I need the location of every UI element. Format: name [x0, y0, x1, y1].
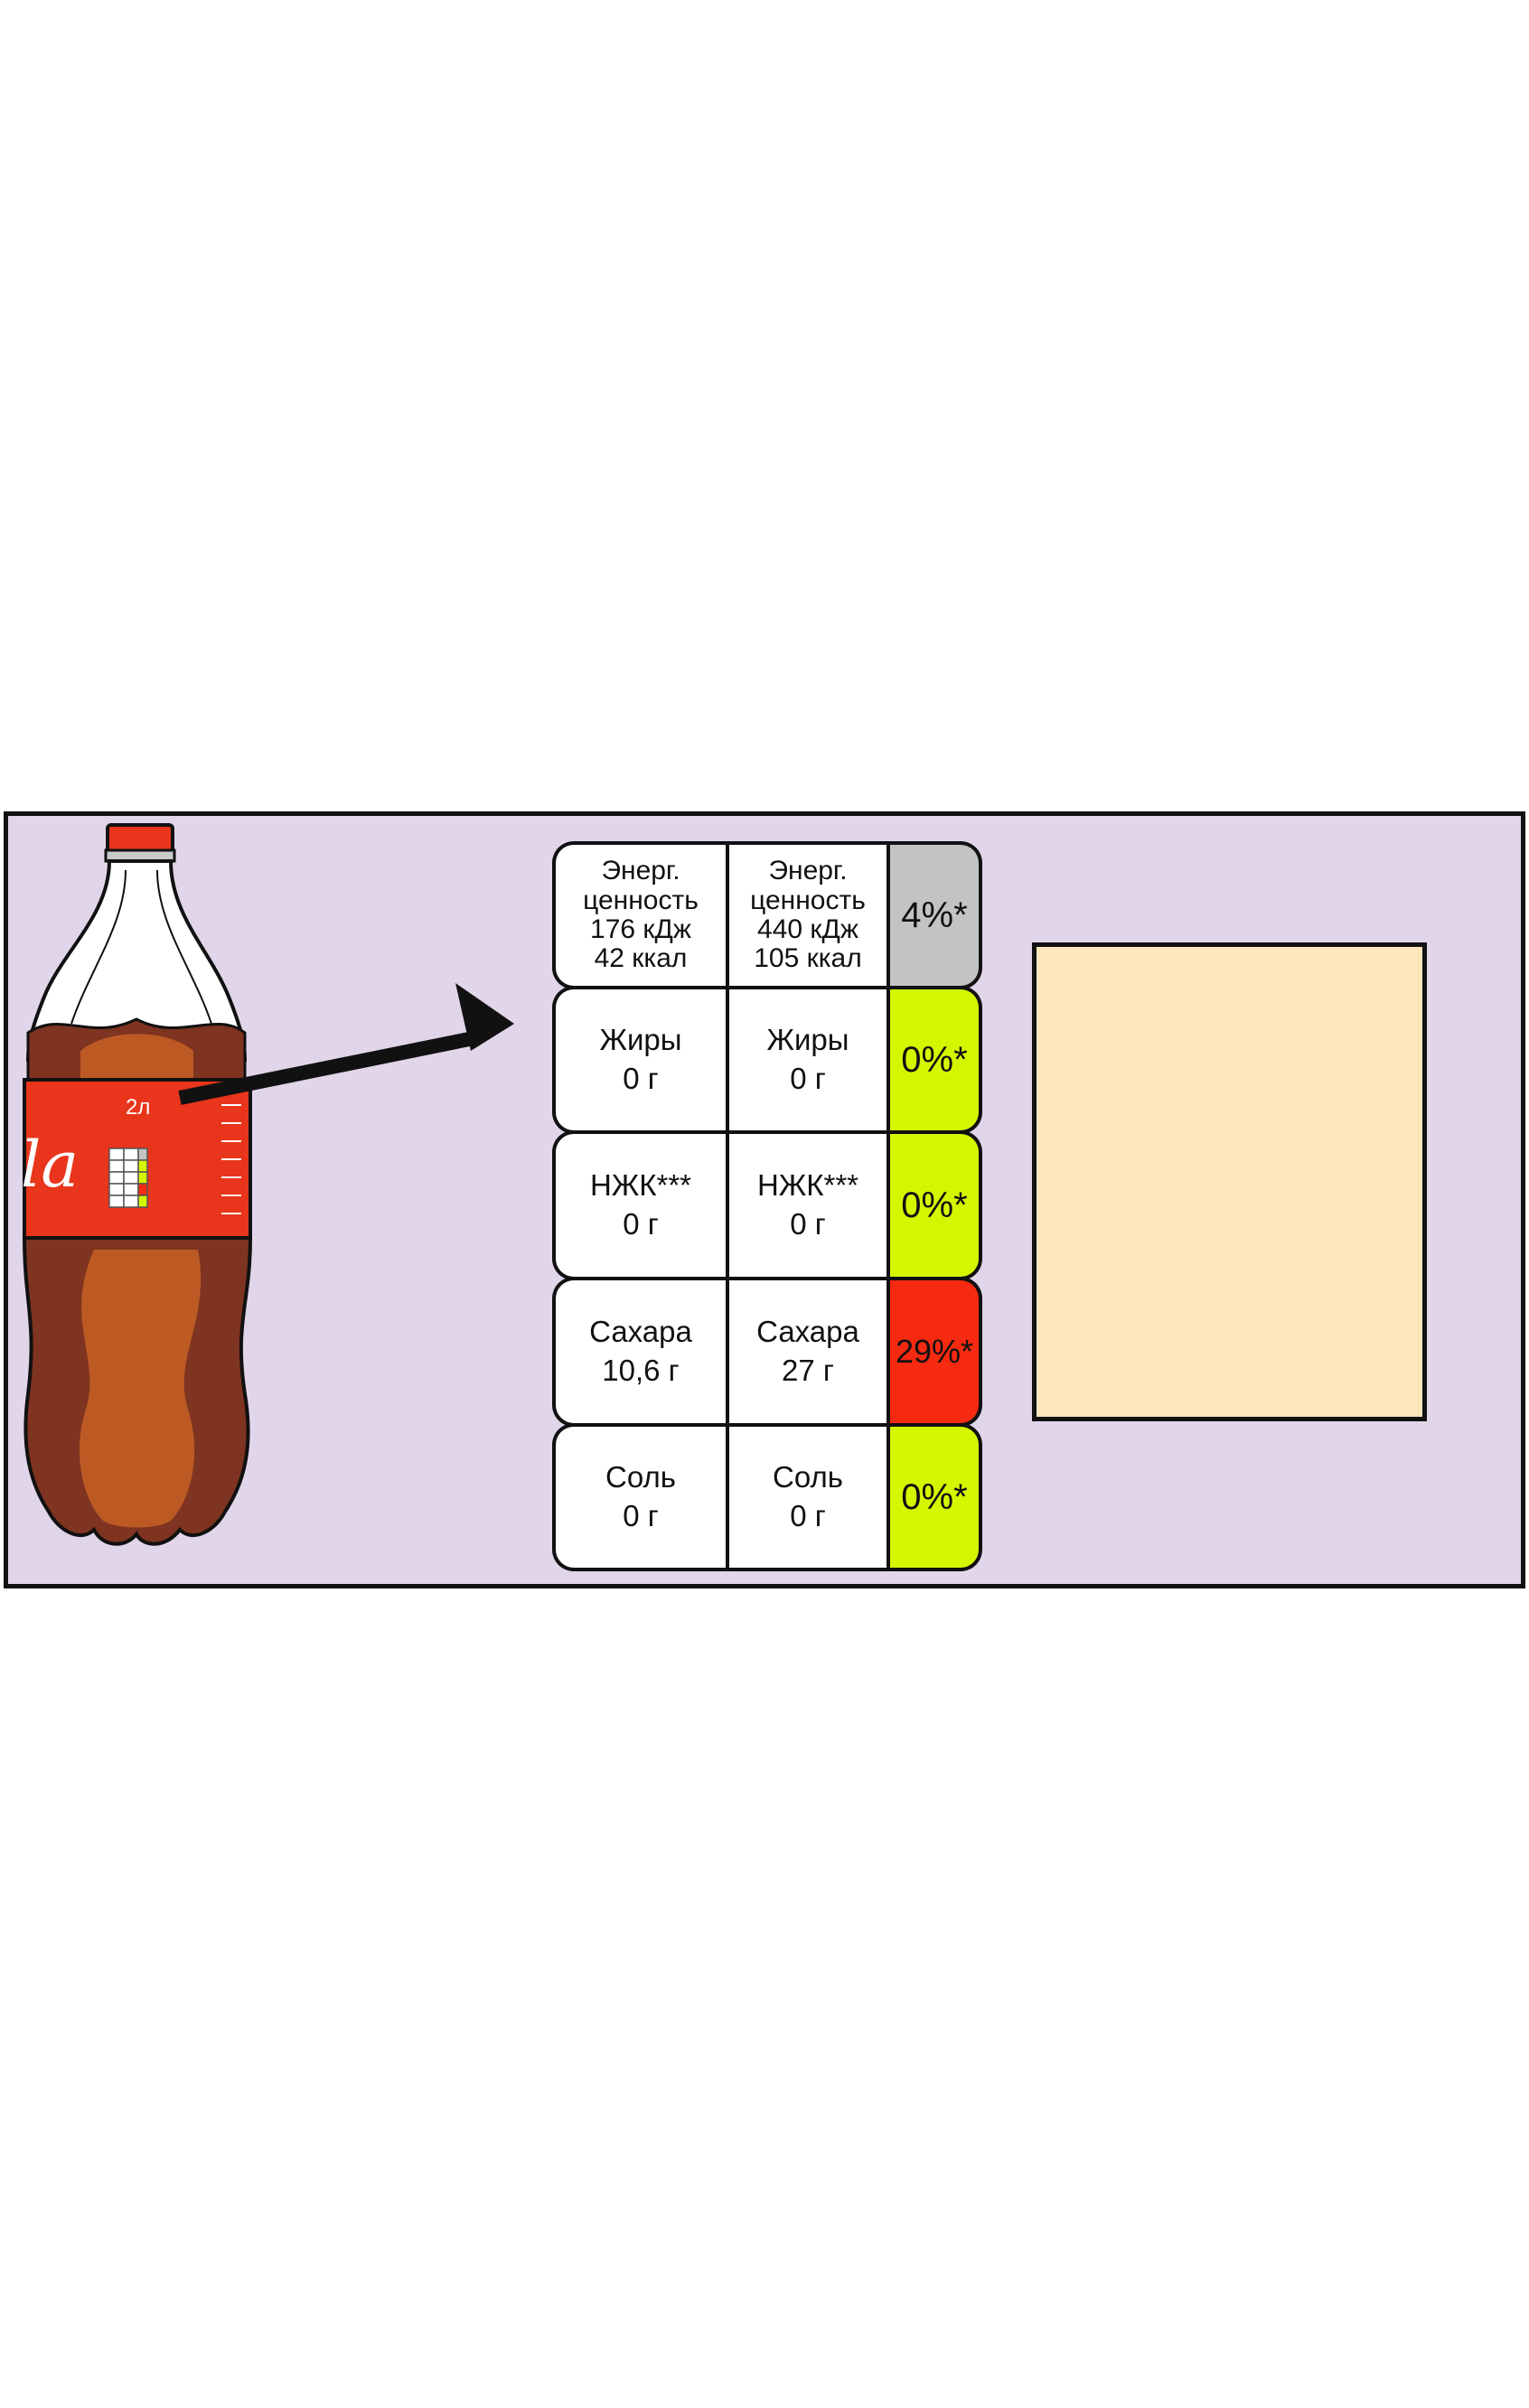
daily-percent-badge: 4%*	[888, 841, 982, 989]
nutrient-cell-b: Соль 0 г	[727, 1423, 888, 1571]
nutrient-text: Жиры	[766, 1023, 849, 1057]
nutrient-text: 176 кДж	[590, 914, 691, 944]
nutrient-text: 0 г	[623, 1499, 659, 1532]
daily-percent-value: 4%*	[901, 895, 968, 935]
nutrient-cell-b: Сахара 27 г	[727, 1277, 888, 1427]
nutrient-text: 42 ккал	[594, 943, 688, 974]
nutrient-cell-b: НЖК*** 0 г	[727, 1130, 888, 1280]
bottle-brand-script: la	[21, 1128, 79, 1202]
nutrient-cell-b: Жиры 0 г	[727, 986, 888, 1134]
nutrient-text: 105 ккал	[754, 943, 862, 974]
daily-percent-value: 0%*	[901, 1040, 968, 1080]
nutrient-text: 0 г	[623, 1207, 659, 1241]
nutrient-text: 440 кДж	[757, 914, 858, 944]
column-daily-percent: 4%* 0%* 0%* 29%* 0%*	[888, 841, 982, 1571]
mini-nutrition-label	[108, 1148, 148, 1208]
nutrient-text: Энерг.	[601, 856, 680, 886]
bottle-volume-label: 2л	[126, 1095, 150, 1120]
nutrient-text: ценность	[750, 885, 866, 915]
nutrient-text: Жиры	[599, 1023, 682, 1057]
soda-bottle-illustration: la 2л	[21, 823, 253, 1546]
daily-percent-badge: 0%*	[888, 1130, 982, 1280]
nutrient-text: 0 г	[623, 1062, 659, 1095]
blank-note-card	[1032, 942, 1427, 1421]
nutrient-text: Сахара	[589, 1315, 692, 1349]
nutrient-text: НЖК***	[756, 1168, 859, 1203]
nutrient-text: Энерг.	[768, 856, 848, 886]
daily-percent-badge: 0%*	[888, 1423, 982, 1571]
nutrient-text: Сахара	[756, 1315, 859, 1349]
nutrient-text: 0 г	[790, 1207, 826, 1241]
nutrient-text: Соль	[773, 1460, 843, 1494]
nutrient-text: НЖК***	[589, 1168, 692, 1203]
daily-percent-badge: 0%*	[888, 986, 982, 1134]
arrow-icon	[178, 983, 514, 1105]
daily-percent-value: 0%*	[901, 1477, 968, 1517]
nutrient-cell-a: Соль 0 г	[552, 1423, 727, 1571]
daily-percent-value: 29%*	[895, 1333, 974, 1371]
nutrient-cell-a: НЖК*** 0 г	[552, 1130, 727, 1280]
nutrient-text: ценность	[583, 885, 699, 915]
nutrient-text: 27 г	[782, 1354, 834, 1387]
nutrient-text: 0 г	[790, 1499, 826, 1532]
nutrient-text: Соль	[605, 1460, 676, 1494]
nutrient-cell-a: Жиры 0 г	[552, 986, 727, 1134]
nutrient-cell-a: Сахара 10,6 г	[552, 1277, 727, 1427]
daily-percent-value: 0%*	[901, 1185, 968, 1225]
nutrient-text: 10,6 г	[602, 1354, 680, 1387]
daily-percent-badge: 29%*	[888, 1277, 982, 1427]
nutrient-text: 0 г	[790, 1062, 826, 1095]
